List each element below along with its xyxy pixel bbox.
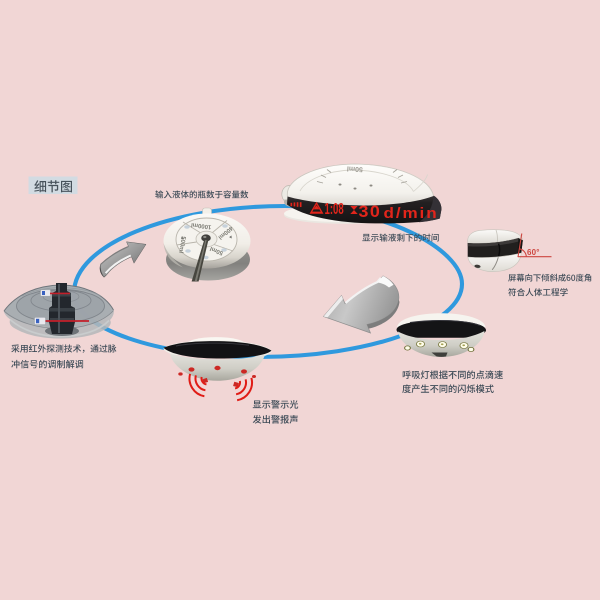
svg-text:500ml: 500ml xyxy=(177,236,186,254)
svg-text:30: 30 xyxy=(359,201,382,221)
svg-text:50ml: 50ml xyxy=(209,245,224,256)
svg-text:50ml: 50ml xyxy=(347,164,363,172)
svg-text:1:08: 1:08 xyxy=(325,199,344,217)
svg-text:1000ml: 1000ml xyxy=(190,221,211,229)
svg-text:d/min: d/min xyxy=(384,206,439,222)
svg-text:60°: 60° xyxy=(527,248,540,257)
